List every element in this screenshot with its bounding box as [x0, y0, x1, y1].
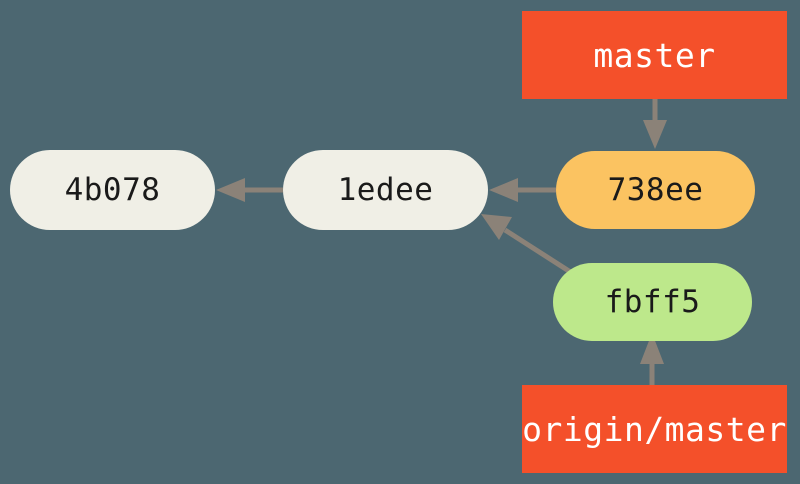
- ref-label: master: [593, 35, 716, 75]
- arrowhead-up-left-icon: [481, 214, 512, 240]
- edge-738ee-to-1edee: [489, 178, 556, 202]
- ref-label: origin/master: [522, 409, 787, 449]
- edge-line: [503, 227, 574, 276]
- arrowhead-left-icon: [489, 178, 518, 202]
- commit-node-4b078[interactable]: 4b078: [10, 150, 215, 230]
- arrowhead-down-icon: [643, 120, 667, 149]
- commit-node-738ee[interactable]: 738ee: [556, 151, 755, 229]
- ref-node-origin-master[interactable]: origin/master: [522, 385, 787, 473]
- edge-1edee-to-4b078: [216, 178, 283, 202]
- arrowhead-left-icon: [216, 178, 245, 202]
- edge-master-to-738ee: [643, 99, 667, 149]
- commit-label: fbff5: [604, 284, 701, 320]
- commit-node-1edee[interactable]: 1edee: [283, 150, 488, 230]
- commit-node-fbff5[interactable]: fbff5: [553, 263, 752, 341]
- ref-node-master[interactable]: master: [522, 11, 787, 99]
- commit-label: 738ee: [607, 172, 704, 208]
- edge-fbff5-to-1edee: [481, 214, 574, 276]
- commit-label: 1edee: [337, 172, 434, 208]
- edge-origin-master-to-fbff5: [640, 333, 664, 385]
- arrowhead-up-icon: [640, 333, 664, 364]
- commit-label: 4b078: [64, 172, 161, 208]
